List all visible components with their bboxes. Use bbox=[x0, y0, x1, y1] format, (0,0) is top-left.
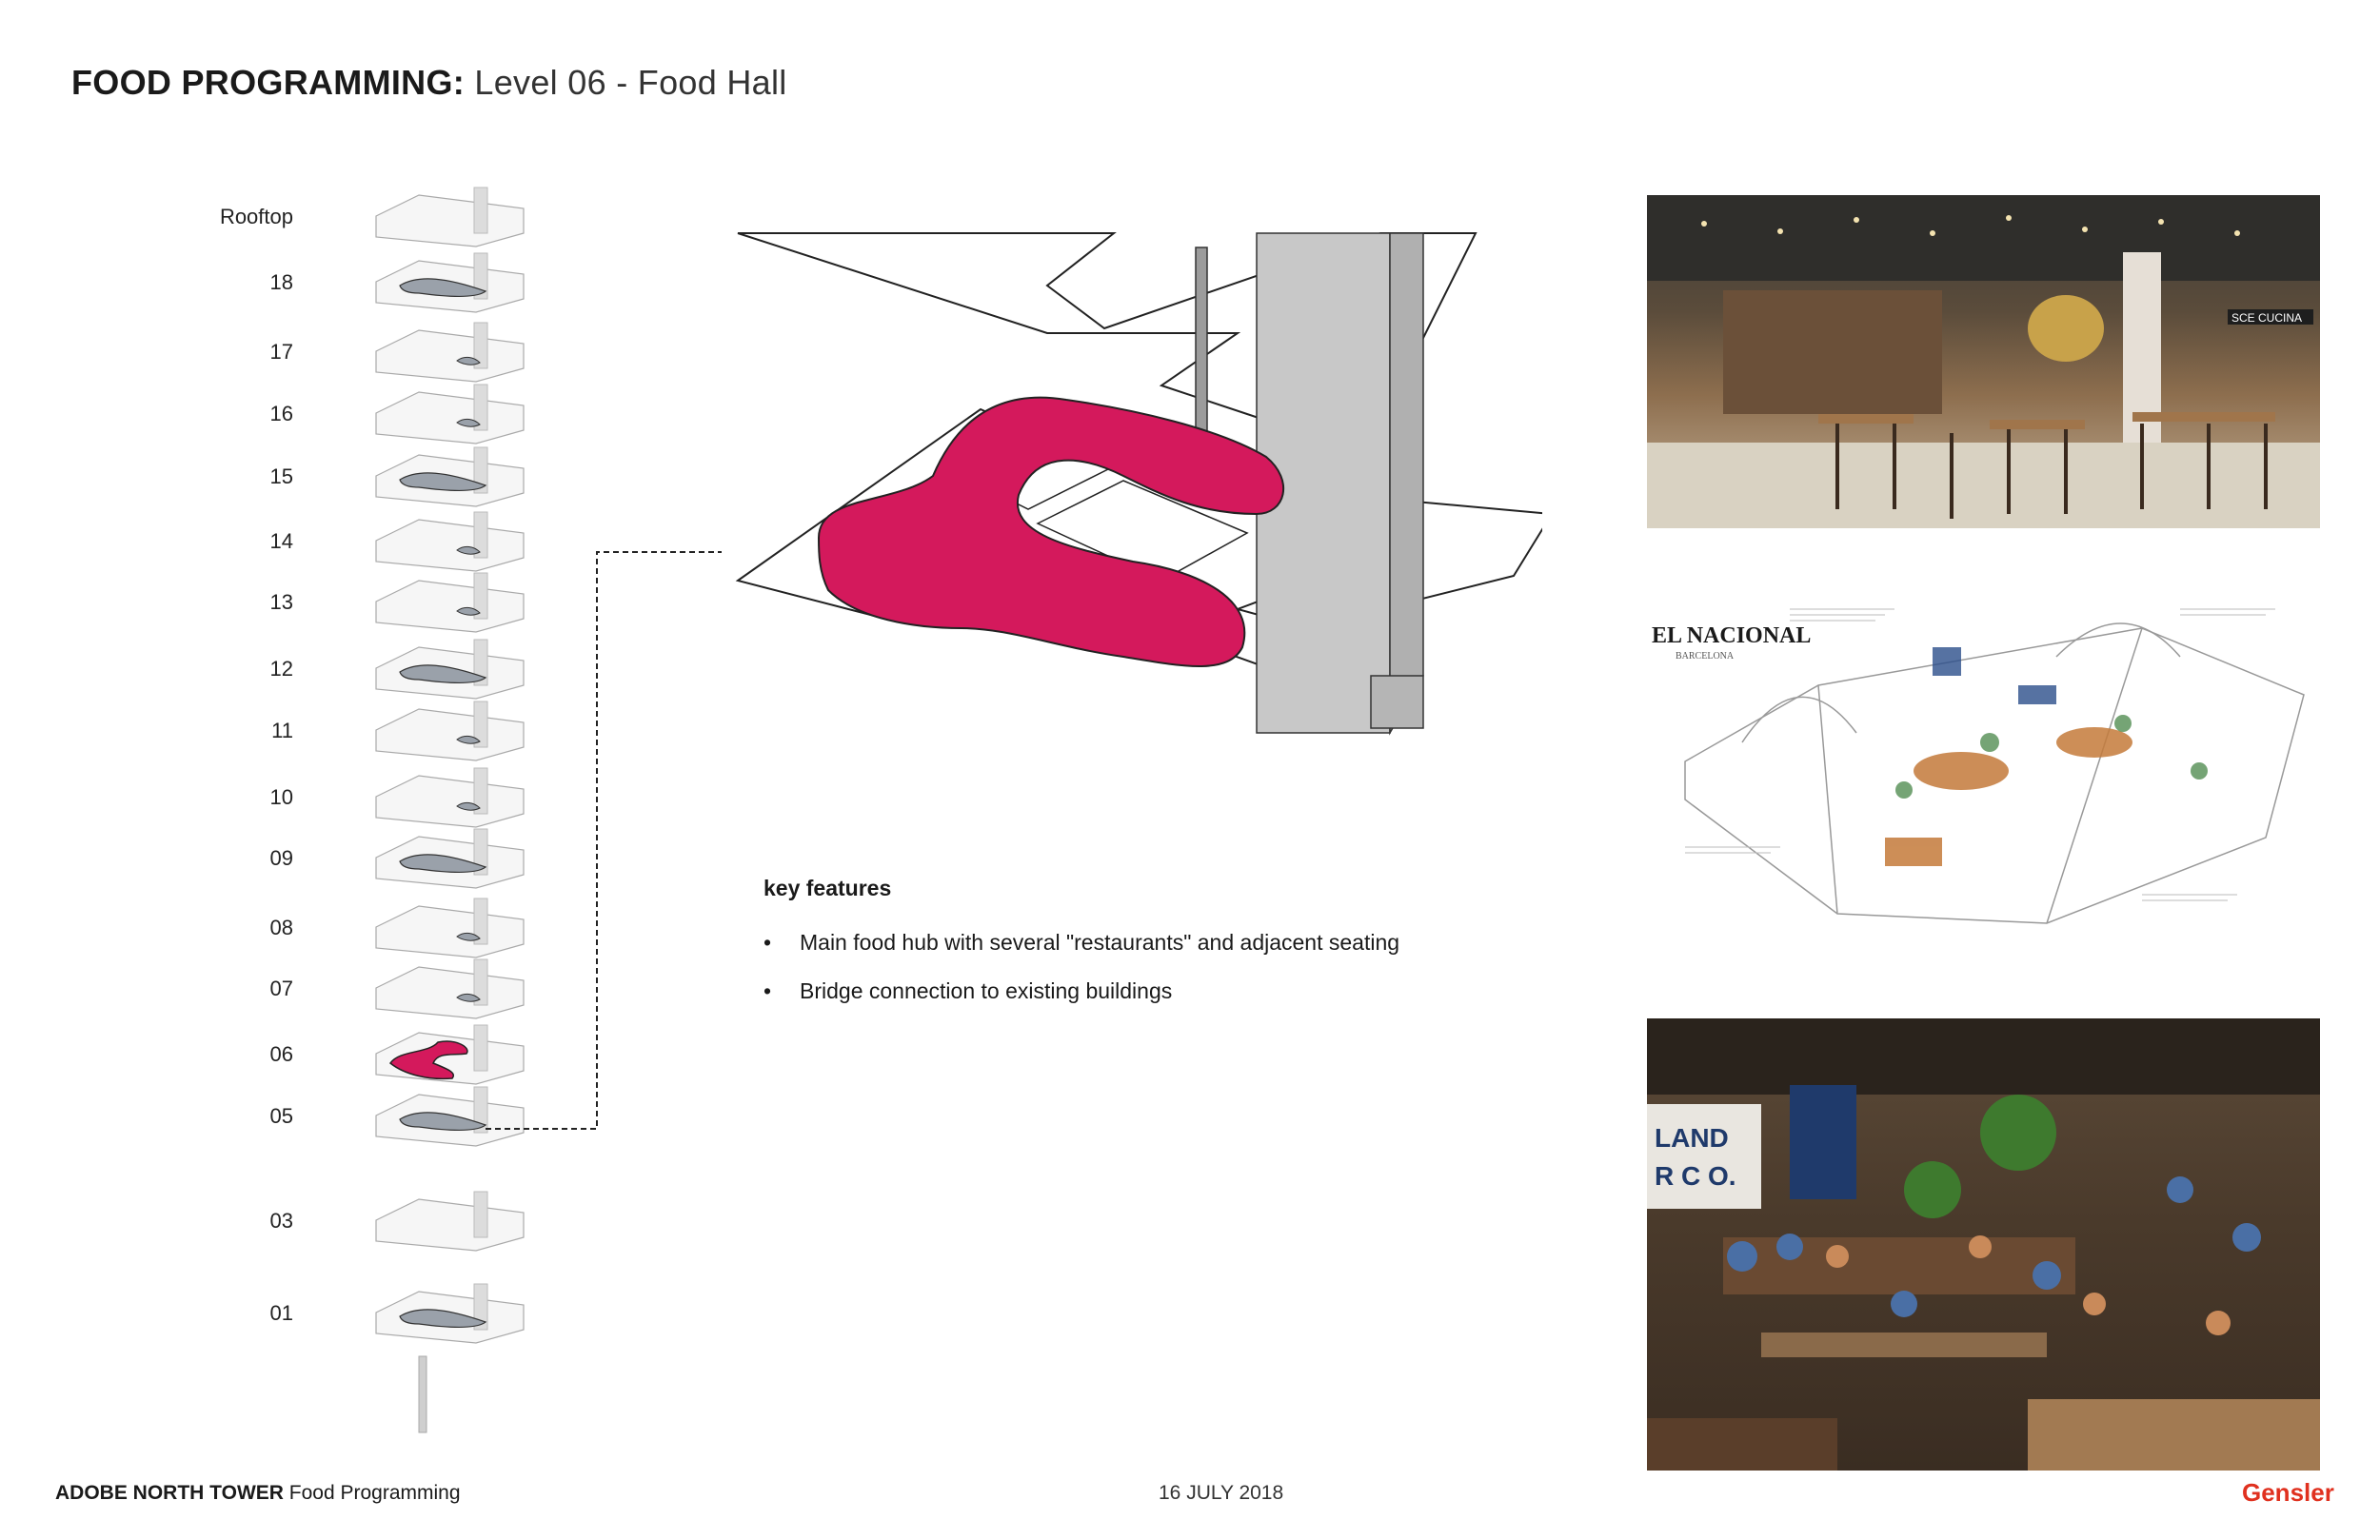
footer-project: ADOBE NORTH TOWER Food Programming bbox=[55, 1482, 461, 1505]
level-label-12: 12 bbox=[269, 657, 293, 681]
photo-market-interior: LAND R C O. bbox=[1647, 1018, 2320, 1471]
food-hall-zone bbox=[817, 396, 1284, 667]
food-area-small bbox=[456, 801, 481, 811]
level-06-detail-diagram bbox=[735, 232, 1542, 736]
food-area-small bbox=[456, 993, 481, 1002]
features-heading: key features bbox=[764, 876, 892, 900]
level-label-10: 10 bbox=[269, 785, 293, 809]
photo-el-nacional-axonometric: EL NACIONAL BARCELONA bbox=[1647, 552, 2320, 985]
feature-item: Bridge connection to existing buildings bbox=[764, 978, 1525, 1004]
level-label-15: 15 bbox=[269, 464, 293, 488]
food-area-small bbox=[456, 418, 481, 427]
title-bold: FOOD PROGRAMMING: bbox=[71, 63, 466, 102]
floor-plate-03 bbox=[375, 1191, 525, 1252]
building-core-side bbox=[1389, 232, 1424, 736]
floor-plate-rooftop bbox=[375, 187, 525, 247]
food-area-small bbox=[456, 356, 481, 365]
level-label-18: 18 bbox=[269, 270, 293, 294]
food-hall-highlight bbox=[388, 1040, 468, 1080]
level-label-rooftop: Rooftop bbox=[219, 205, 293, 228]
level-label-08: 08 bbox=[269, 916, 293, 939]
photo-sign-text: SCE CUCINA bbox=[2231, 311, 2302, 325]
footer-date: 16 JULY 2018 bbox=[1159, 1482, 1284, 1504]
floor-plate-12 bbox=[375, 639, 525, 700]
key-features: key features Main food hub with several … bbox=[764, 876, 1525, 1027]
food-area-small bbox=[456, 932, 481, 941]
photo-restaurant-interior: SCE CUCINA bbox=[1647, 195, 2320, 528]
food-area-small bbox=[456, 735, 481, 744]
floor-plate-15 bbox=[375, 446, 525, 507]
floor-plate-11 bbox=[375, 701, 525, 761]
floor-plate-13 bbox=[375, 572, 525, 633]
page-title: FOOD PROGRAMMING: Level 06 - Food Hall bbox=[71, 63, 787, 103]
base-column bbox=[418, 1355, 427, 1433]
photo-market-art: LAND R C O. bbox=[1647, 1018, 2320, 1471]
level-label-05: 05 bbox=[269, 1104, 293, 1128]
level-label-06: 06 bbox=[269, 1042, 293, 1066]
level-label-09: 09 bbox=[269, 846, 293, 870]
floor-plate-17 bbox=[375, 322, 525, 383]
floor-plate-08 bbox=[375, 898, 525, 958]
floor-plate-14 bbox=[375, 511, 525, 572]
level-label-16: 16 bbox=[269, 402, 293, 425]
level-label-01: 01 bbox=[269, 1301, 293, 1325]
level-label-13: 13 bbox=[269, 590, 293, 614]
food-area-gray bbox=[399, 472, 487, 492]
level-label-11: 11 bbox=[271, 719, 293, 742]
food-area-gray bbox=[399, 278, 487, 298]
features-list: Main food hub with several "restaurants"… bbox=[764, 930, 1525, 1004]
photo-sign-line2: R C O. bbox=[1655, 1161, 1736, 1191]
food-area-small bbox=[456, 545, 481, 555]
floor-plate-16 bbox=[375, 384, 525, 444]
food-area-gray bbox=[399, 854, 487, 874]
service-box bbox=[1370, 675, 1424, 729]
floor-plate-10 bbox=[375, 767, 525, 828]
title-light: Level 06 - Food Hall bbox=[474, 63, 787, 102]
food-area-small bbox=[456, 606, 481, 616]
floor-plate-06 bbox=[375, 1024, 525, 1085]
level-label-14: 14 bbox=[269, 529, 293, 553]
feature-item: Main food hub with several "restaurants"… bbox=[764, 930, 1525, 956]
food-area-gray bbox=[399, 1112, 487, 1132]
footer-subtitle: Food Programming bbox=[288, 1482, 461, 1504]
food-area-gray bbox=[399, 1309, 487, 1329]
floor-plate-05 bbox=[375, 1086, 525, 1147]
level-label-03: 03 bbox=[269, 1209, 293, 1233]
photo-sign-line1: LAND bbox=[1655, 1123, 1729, 1153]
food-area-gray bbox=[399, 664, 487, 684]
level-stack-diagram bbox=[375, 187, 525, 1433]
floor-plate-18 bbox=[375, 252, 525, 313]
photo-restaurant-art: SCE CUCINA bbox=[1647, 195, 2320, 528]
footer-project-name: ADOBE NORTH TOWER bbox=[55, 1482, 284, 1504]
floor-plate-01 bbox=[375, 1283, 525, 1344]
level-label-17: 17 bbox=[269, 340, 293, 364]
el-nacional-logo-sub: BARCELONA bbox=[1676, 651, 1735, 661]
floor-plate-09 bbox=[375, 828, 525, 889]
brand-logo: Gensler bbox=[2242, 1478, 2334, 1507]
level-label-07: 07 bbox=[269, 977, 293, 1000]
floor-plate-07 bbox=[375, 958, 525, 1019]
el-nacional-logo: EL NACIONAL bbox=[1652, 623, 1811, 648]
axonometric-art: EL NACIONAL BARCELONA bbox=[1652, 608, 2305, 924]
